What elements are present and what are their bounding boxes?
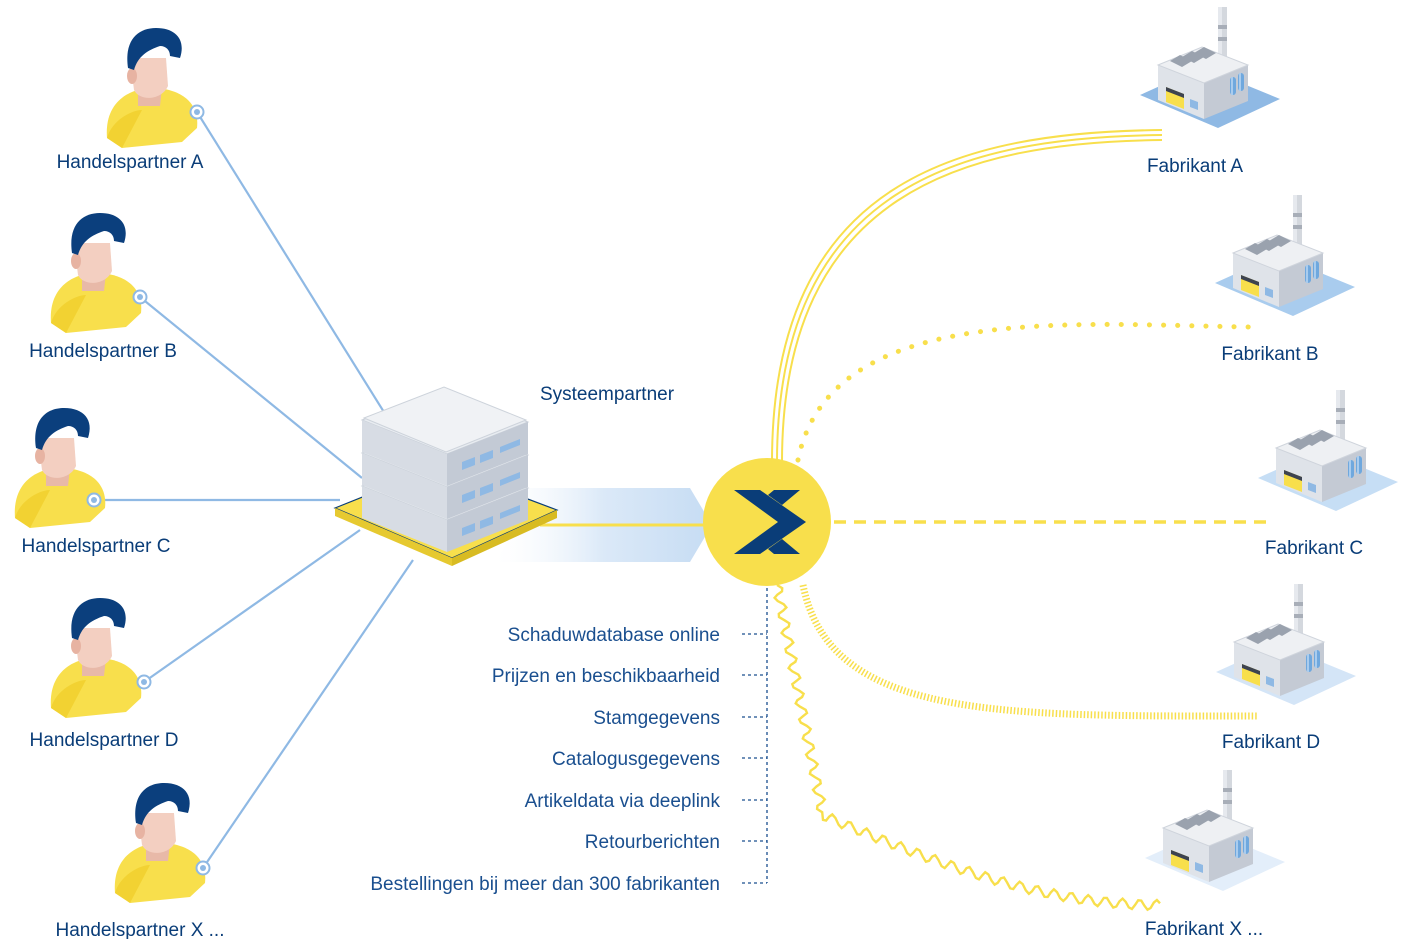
- connection-line-d: [143, 529, 361, 683]
- feature-item: Retourberichten: [585, 832, 720, 853]
- factory-icon: [1258, 390, 1398, 511]
- factory-icon: [1145, 770, 1285, 891]
- connection-line-a: [196, 111, 393, 426]
- person-icon: [106, 28, 205, 148]
- feature-ticks: [742, 633, 767, 884]
- feature-item: Prijzen en beschikbaarheid: [492, 666, 720, 687]
- connection-line-b: [139, 296, 363, 479]
- hub-node: [703, 458, 831, 586]
- manufacturer-label-c: Fabrikant C: [1265, 538, 1363, 559]
- feature-item: Schaduwdatabase online: [508, 625, 720, 646]
- manufacturer-label-x: Fabrikant X ...: [1145, 919, 1263, 939]
- trading-partner-label-c: Handelspartner C: [22, 536, 171, 557]
- person-icon: [50, 598, 152, 718]
- feature-item: Bestellingen bij meer dan 300 fabrikante…: [370, 874, 720, 895]
- person-icon: [114, 783, 211, 903]
- trading-partner-label-a: Handelspartner A: [57, 152, 204, 173]
- connection-fabrikant-x: [772, 583, 1161, 912]
- trading-partner-label-b: Handelspartner B: [29, 341, 177, 362]
- server-stack: [333, 386, 559, 566]
- trading-partner-label-d: Handelspartner D: [30, 730, 179, 751]
- trading-partner-label-x: Handelspartner X ...: [56, 920, 225, 939]
- manufacturer-label-b: Fabrikant B: [1221, 344, 1318, 365]
- manufacturer-label-a: Fabrikant A: [1147, 156, 1243, 177]
- factory-icon: [1216, 584, 1356, 705]
- manufacturer-label-d: Fabrikant D: [1222, 732, 1320, 753]
- system-partner-label: Systeempartner: [540, 384, 675, 405]
- connection-fabrikant-d: [799, 584, 1259, 720]
- factory-icon: [1140, 7, 1280, 128]
- feature-item: Catalogusgegevens: [552, 749, 720, 770]
- connection-line-x: [202, 559, 414, 869]
- connection-fabrikant-b: [795, 321, 1255, 463]
- connection-fabrikant-a: [771, 129, 1163, 463]
- person-icon: [50, 213, 148, 333]
- feature-item: Artikeldata via deeplink: [525, 791, 721, 812]
- person-icon: [14, 408, 106, 528]
- x-logo-icon: [734, 490, 806, 554]
- factory-icon: [1215, 195, 1355, 316]
- feature-item: Stamgegevens: [593, 708, 720, 729]
- trading-partners: [14, 28, 211, 903]
- manufacturer-connections: [771, 129, 1268, 912]
- manufacturers: [1140, 7, 1398, 891]
- partner-connections: [94, 111, 414, 869]
